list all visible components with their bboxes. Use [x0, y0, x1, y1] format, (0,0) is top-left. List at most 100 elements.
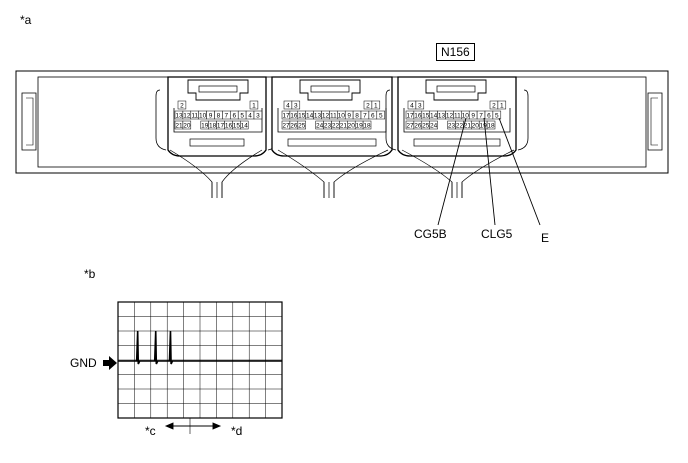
pin-top-cell — [249, 100, 259, 110]
gnd-label: GND — [70, 356, 97, 370]
pin-top-cell — [415, 100, 425, 110]
label-c: *c — [145, 424, 156, 438]
pin-row1: 17 — [282, 112, 290, 119]
pin-row2: 26 — [290, 122, 298, 129]
pin-row2: 19 — [201, 122, 209, 129]
pin-row1: 15 — [298, 112, 306, 119]
pin-row1: 13 — [175, 112, 183, 119]
pin-row2: 14 — [241, 122, 249, 129]
pin-row1: 14 — [430, 112, 438, 119]
pin-row2: 15 — [233, 122, 241, 129]
pin-row2: 20 — [472, 122, 480, 129]
pin-row2: 21 — [175, 122, 183, 129]
pin-row2: 17 — [217, 122, 225, 129]
pin-row2: 16 — [225, 122, 233, 129]
pin-label-cg5b: CG5B — [414, 227, 447, 241]
pin-row1: 10 — [199, 112, 207, 119]
pin-row1: 7 — [363, 112, 367, 119]
pin-row1: 12 — [322, 112, 330, 119]
pin-row1: 15 — [422, 112, 430, 119]
pin-row2: 19 — [480, 122, 488, 129]
pin-row2: 27 — [406, 122, 414, 129]
pin-row2: 22 — [332, 122, 340, 129]
view-a-label: *a — [20, 13, 32, 27]
pin-row1: 4 — [248, 112, 252, 119]
pin-row1-cell — [376, 110, 385, 120]
pin-row2: 25 — [422, 122, 430, 129]
pin-row1-cell — [253, 110, 263, 120]
pin-row1: 5 — [379, 112, 383, 119]
pin-row2: 27 — [282, 122, 290, 129]
pin-row1: 11 — [191, 112, 198, 119]
pin-row1: 10 — [462, 112, 470, 119]
pin-row1: 13 — [314, 112, 322, 119]
pin-top-cell — [177, 100, 187, 110]
pin-row2: 25 — [298, 122, 306, 129]
pin-row1: 9 — [209, 112, 213, 119]
pin-top: 3 — [294, 102, 298, 109]
pin-row2: 18 — [487, 122, 495, 129]
pin-row1: 11 — [330, 112, 337, 119]
pin-top: 4 — [286, 102, 290, 109]
scope-grid — [118, 302, 282, 418]
pin-row1: 6 — [232, 112, 236, 119]
pin-row1: 11 — [454, 112, 461, 119]
pin-top-cell — [371, 100, 381, 110]
leader-lines — [437, 117, 541, 226]
connector-id-label: N156 — [436, 43, 475, 61]
wire-harness — [169, 149, 515, 198]
pin-row1: 16 — [414, 112, 422, 119]
pin-label-e: E — [541, 231, 550, 245]
pin-row2: 26 — [414, 122, 422, 129]
pin-row1: 6 — [487, 112, 491, 119]
leader-cg5b — [437, 117, 467, 226]
pin-row2-cell — [429, 120, 438, 130]
pin-row2: 20 — [183, 122, 191, 129]
pin-row2: 24 — [430, 122, 438, 129]
pin-row1: 12 — [183, 112, 191, 119]
label-d: *d — [231, 424, 243, 438]
pin-row1: 14 — [306, 112, 314, 119]
pin-row2: 23 — [324, 122, 332, 129]
leader-e — [498, 117, 541, 226]
pin-row2-cell — [362, 120, 372, 130]
pin-row2: 22 — [456, 122, 464, 129]
pin-row1: 8 — [355, 112, 359, 119]
pin-top: 2 — [492, 102, 496, 109]
pin-label-clg5: CLG5 — [481, 227, 513, 241]
pin-row1: 5 — [240, 112, 244, 119]
pin-row2: 19 — [356, 122, 364, 129]
pin-row2: 24 — [316, 122, 324, 129]
pin-top: 3 — [418, 102, 422, 109]
pin-row1: 12 — [446, 112, 454, 119]
time-span-arrow — [164, 418, 222, 434]
pin-row2-cell — [486, 120, 496, 130]
pin-row2: 20 — [348, 122, 356, 129]
view-b-label: *b — [84, 267, 96, 281]
pin-row2: 21 — [464, 122, 472, 129]
pin-row1: 5 — [495, 112, 499, 119]
pin-top-cell — [497, 100, 507, 110]
pin-top: 1 — [252, 102, 256, 109]
pin-row2: 21 — [340, 122, 348, 129]
pin-row1: 7 — [225, 112, 229, 119]
pin-row1: 16 — [290, 112, 298, 119]
leader-clg5 — [483, 117, 496, 226]
pin-row1: 13 — [438, 112, 446, 119]
pin-row1-cell — [492, 110, 502, 120]
pin-row2-cell — [297, 120, 306, 130]
pin-row2: 23 — [448, 122, 456, 129]
pin-top: 4 — [410, 102, 414, 109]
pin-row1: 6 — [371, 112, 375, 119]
pin-row2: 18 — [363, 122, 371, 129]
pin-top: 1 — [500, 102, 504, 109]
pin-row2-cell — [240, 120, 249, 130]
pin-row2: 18 — [209, 122, 217, 129]
pin-row1: 8 — [217, 112, 221, 119]
pin-row1: 7 — [479, 112, 483, 119]
pin-row1: 17 — [406, 112, 414, 119]
